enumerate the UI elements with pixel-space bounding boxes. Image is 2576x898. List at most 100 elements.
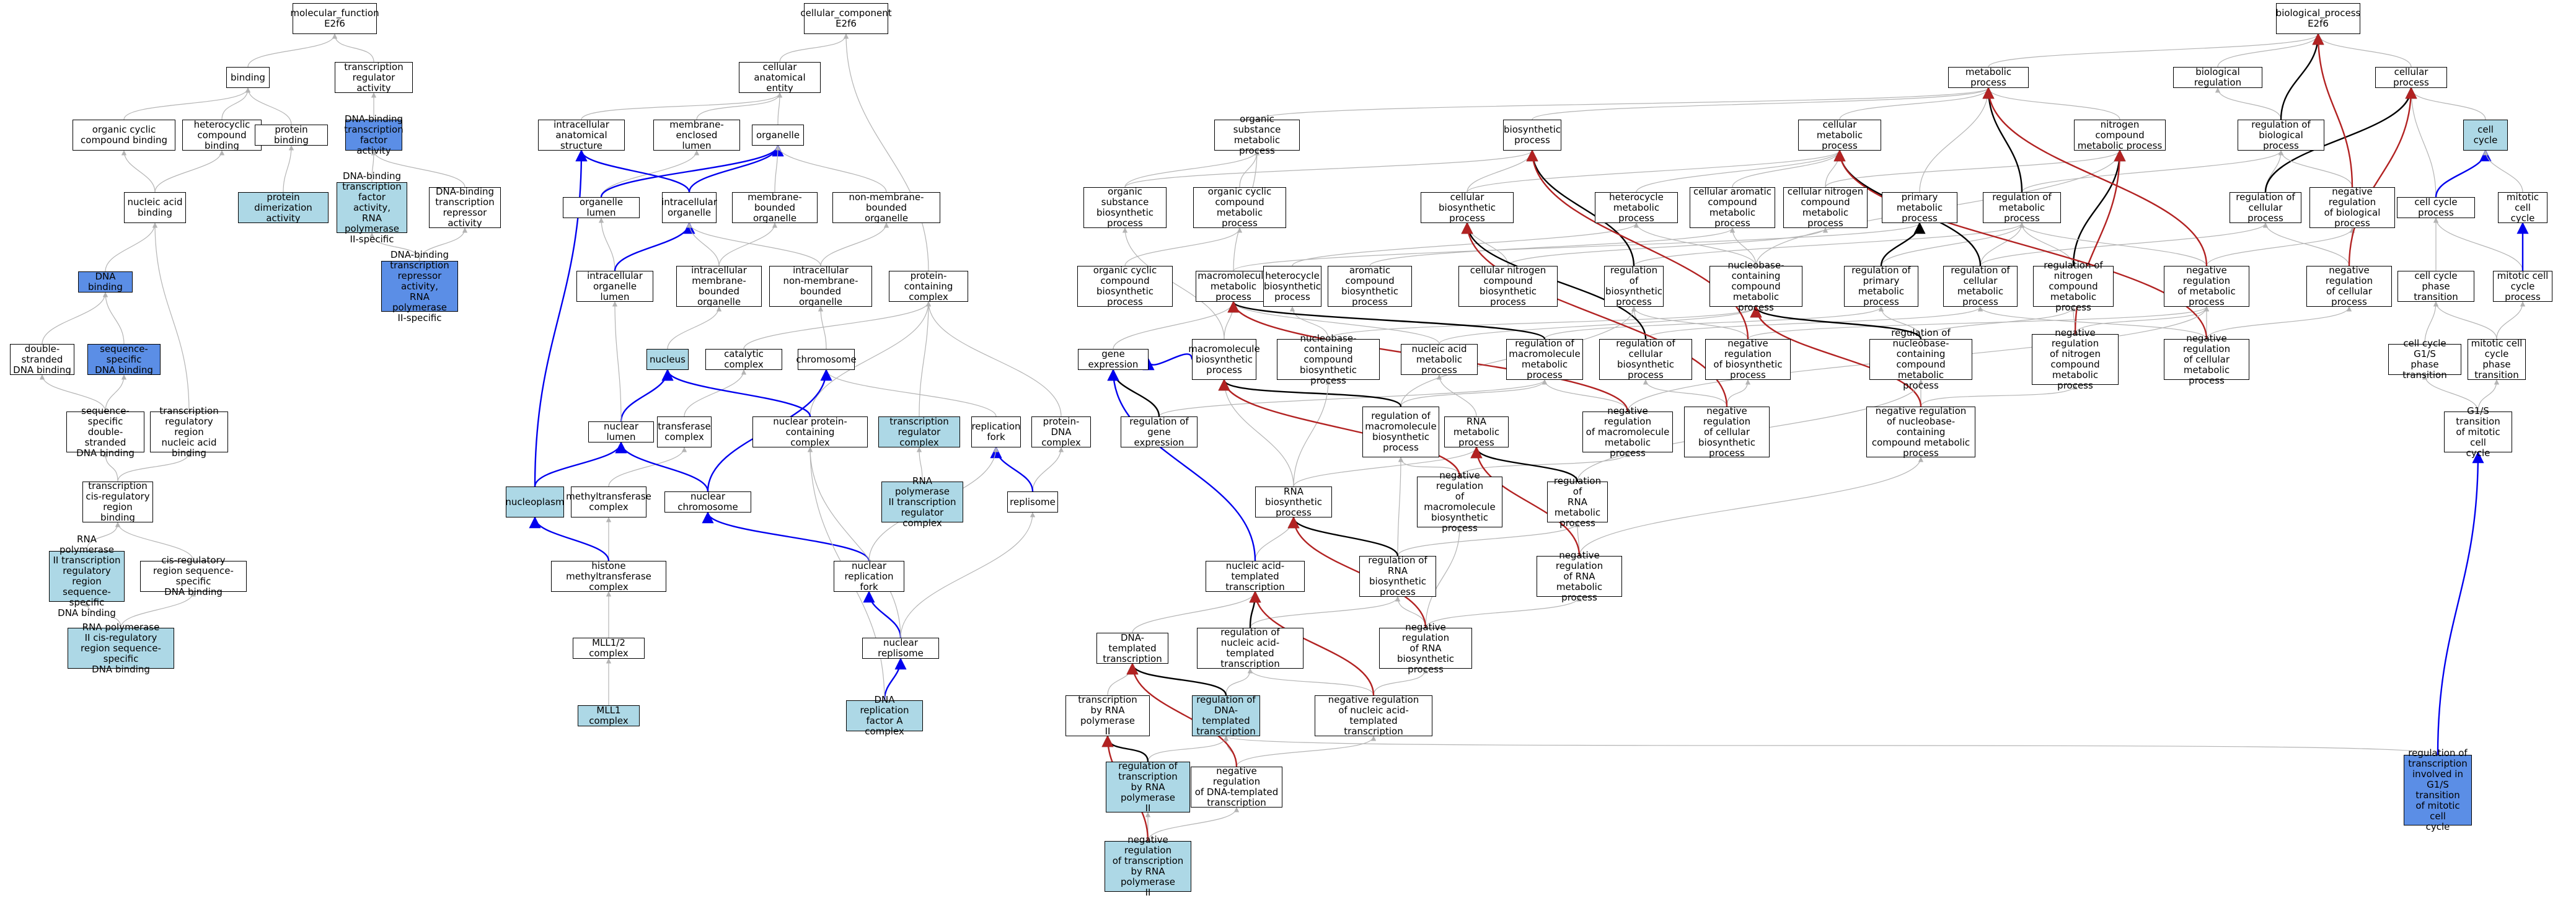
go-term-node-osbp[interactable]: organic substance biosynthetic process [1083, 187, 1167, 229]
go-term-node-mccpt[interactable]: mitotic cell cycle phase transition [2468, 338, 2526, 381]
go-term-node-nrnbcmp[interactable]: negative regulation of nucleobase-contai… [1866, 405, 1975, 458]
go-term-node-rmp[interactable]: regulation of metabolic process [1983, 191, 2061, 223]
go-term-node-rge[interactable]: regulation of gene expression [1121, 416, 1198, 447]
go-term-node-osmp[interactable]: organic substance metabolic process [1214, 114, 1300, 156]
go-term-node-imbo[interactable]: intracellular membrane-bounded organelle [676, 265, 762, 307]
go-term-node-ge[interactable]: gene expression [1078, 349, 1149, 370]
go-term-node-ccpt[interactable]: cell cycle phase transition [2397, 270, 2474, 302]
go-term-node-rpmp[interactable]: regulation of primary metabolic process [1844, 265, 1918, 307]
go-term-node-binding[interactable]: binding [226, 67, 270, 88]
go-term-node-ol[interactable]: organelle lumen [563, 197, 640, 218]
go-term-node-rdtt[interactable]: regulation of DNA-templated transcriptio… [1192, 695, 1260, 737]
go-term-node-cncbp[interactable]: cellular nitrogen compound biosynthetic … [1458, 265, 1558, 307]
go-term-node-ccp[interactable]: cell cycle process [2397, 197, 2475, 218]
go-term-node-pmp[interactable]: primary metabolic process [1882, 191, 1957, 223]
go-term-node-pb[interactable]: protein binding [255, 125, 328, 146]
go-term-node-nrncmp[interactable]: negative regulation of nitrogen compound… [2032, 328, 2119, 391]
go-term-node-nbcmp[interactable]: nucleobase-containing compound metabolic… [1709, 260, 1802, 312]
go-term-node-rcp[interactable]: regulation of cellular process [2230, 191, 2301, 223]
go-term-node-catc[interactable]: catalytic complex [705, 349, 782, 370]
go-term-node-cncmp[interactable]: cellular nitrogen compound metabolic pro… [1783, 187, 1868, 229]
go-term-node-ssdna[interactable]: sequence-specific DNA binding [87, 343, 161, 375]
go-term-node-tfc[interactable]: transferase complex [657, 416, 712, 447]
go-term-node-rnap2trr[interactable]: RNA polymerase II transcription regulato… [49, 534, 125, 618]
go-term-node-occbp[interactable]: organic cyclic compound biosynthetic pro… [1077, 265, 1173, 307]
go-term-node-tbrnap2[interactable]: transcription by RNA polymerase II [1065, 695, 1150, 737]
go-term-node-ncmp[interactable]: nitrogen compound metabolic process [2074, 119, 2166, 151]
go-term-node-mel[interactable]: membrane-enclosed lumen [653, 119, 740, 151]
go-term-node-rbiop[interactable]: regulation of biosynthetic process [1604, 265, 1664, 307]
go-term-node-organelle[interactable]: organelle [752, 125, 804, 146]
go-term-node-nrdtt[interactable]: negative regulation of DNA-templated tra… [1191, 766, 1282, 808]
go-term-node-occmp[interactable]: organic cyclic compound metabolic proces… [1193, 187, 1286, 229]
go-term-node-pcc[interactable]: protein-containing complex [889, 270, 968, 302]
go-term-node-rnamp[interactable]: RNA metabolic process [1444, 416, 1509, 447]
go-term-node-rmmp[interactable]: regulation of macromolecule metabolic pr… [1506, 338, 1583, 381]
go-term-node-replisome[interactable]: replisome [1007, 491, 1058, 513]
go-term-node-nucleus[interactable]: nucleus [646, 349, 689, 370]
go-term-node-cae[interactable]: cellular anatomical entity [739, 61, 821, 93]
go-term-node-hbp[interactable]: heterocycle biosynthetic process [1263, 266, 1321, 307]
go-term-node-nab[interactable]: nucleic acid binding [124, 192, 186, 223]
go-term-node-rrnabp[interactable]: regulation of RNA biosynthetic process [1359, 555, 1436, 597]
go-term-node-tcrrb[interactable]: transcription cis-regulatory region bind… [82, 481, 153, 523]
go-term-node-nrcbp[interactable]: negative regulation of cellular biosynth… [1684, 405, 1770, 458]
go-term-node-rbp[interactable]: regulation of biological process [2238, 119, 2324, 151]
go-term-node-cellp[interactable]: cellular process [2375, 67, 2447, 88]
go-term-node-pdnac[interactable]: protein-DNA complex [1031, 416, 1091, 447]
go-term-node-inmbo[interactable]: intracellular non-membrane-bounded organ… [769, 265, 872, 307]
go-term-node-pda[interactable]: protein dimerization activity [238, 191, 329, 223]
go-term-node-breg[interactable]: biological regulation [2173, 67, 2262, 88]
go-term-node-ssdsdna[interactable]: sequence-specific double-stranded DNA bi… [66, 405, 144, 458]
go-term-node-rtg1s[interactable]: regulation of transcription involved in … [2404, 748, 2472, 832]
go-term-node-rcbp[interactable]: regulation of cellular biosynthetic proc… [1599, 338, 1692, 381]
go-term-node-dbtfa2[interactable]: DNA-binding transcription factor activit… [337, 170, 407, 244]
go-term-node-hcb[interactable]: heterocyclic compound binding [182, 119, 262, 151]
go-term-node-nrmp[interactable]: negative regulation of metabolic process [2164, 265, 2249, 307]
go-term-node-nchrom[interactable]: nuclear chromosome [664, 491, 751, 513]
go-term-node-ccg1s[interactable]: cell cycle G1/S phase transition [2388, 338, 2461, 381]
go-term-node-nrrnamp[interactable]: negative regulation of RNA metabolic pro… [1537, 550, 1622, 602]
go-term-node-cc[interactable]: cellular_component E2f6 [800, 3, 892, 34]
go-term-node-bp[interactable]: biological_process E2f6 [2276, 3, 2360, 34]
go-term-node-trc[interactable]: transcription regulator complex [878, 416, 960, 447]
go-term-node-dbtfa[interactable]: DNA-binding transcription factor activit… [344, 113, 404, 156]
go-term-node-acbp[interactable]: aromatic compound biosynthetic process [1328, 265, 1412, 307]
go-term-node-iol[interactable]: intracellular organelle lumen [576, 270, 653, 302]
go-term-node-dnab[interactable]: DNA binding [78, 271, 133, 293]
go-term-node-nbcbp[interactable]: nucleobase-containing compound biosynthe… [1277, 333, 1380, 385]
go-term-node-mbo[interactable]: membrane-bounded organelle [732, 191, 818, 223]
go-term-node-namp[interactable]: nucleic acid metabolic process [1401, 343, 1478, 375]
go-term-node-crsdna[interactable]: cis-regulatory region sequence-specific … [140, 555, 247, 597]
go-term-node-cbp[interactable]: cellular biosynthetic process [1421, 191, 1514, 223]
go-term-node-mccp[interactable]: mitotic cell cycle process [2493, 270, 2552, 302]
go-term-node-dbtra2[interactable]: DNA-binding transcription repressor acti… [381, 249, 458, 323]
go-term-node-rnap2trc[interactable]: RNA polymerase II transcription regulato… [881, 475, 963, 528]
go-term-node-mbp[interactable]: macromolecule biosynthetic process [1188, 339, 1260, 380]
go-term-node-mf[interactable]: molecular_function E2f6 [290, 3, 379, 34]
go-term-node-io[interactable]: intracellular organelle [661, 192, 717, 223]
go-term-node-nrbp[interactable]: negative regulation of biological proces… [2309, 187, 2395, 229]
go-term-node-occb[interactable]: organic cyclic compound binding [73, 120, 175, 151]
go-term-node-mcc[interactable]: mitotic cell cycle [2498, 191, 2547, 223]
go-term-node-mmp[interactable]: macromolecule metabolic process [1196, 270, 1271, 302]
go-term-node-g1sm[interactable]: G1/S transition of mitotic cell cycle [2444, 405, 2512, 458]
go-term-node-drfa[interactable]: DNA replication factor A complex [846, 695, 923, 737]
go-term-node-rmbp[interactable]: regulation of macromolecule biosynthetic… [1362, 407, 1439, 457]
go-term-node-npcc[interactable]: nuclear protein-containing complex [752, 416, 868, 447]
go-term-node-dsdna[interactable]: double-stranded DNA binding [10, 343, 74, 375]
go-term-node-mtc[interactable]: methyltransferase complex [566, 486, 651, 517]
go-term-node-nrbiop[interactable]: negative regulation of biosynthetic proc… [1705, 338, 1791, 381]
go-term-node-cacmp[interactable]: cellular aromatic compound metabolic pro… [1690, 187, 1775, 229]
go-term-node-dtt[interactable]: DNA-templated transcription [1096, 632, 1168, 664]
go-term-node-nrcmp[interactable]: negative regulation of cellular metaboli… [2164, 333, 2249, 385]
go-term-node-dbtra[interactable]: DNA-binding transcription repressor acti… [429, 187, 501, 229]
go-term-node-hmtc[interactable]: histone methyltransferase complex [551, 560, 666, 592]
go-term-node-trrnab[interactable]: transcription regulatory region nucleic … [150, 405, 228, 458]
go-term-node-natt[interactable]: nucleic acid-templated transcription [1206, 560, 1305, 592]
go-term-node-nrmbp[interactable]: negative regulation of macromolecule bio… [1417, 470, 1502, 534]
go-term-node-nrmmp[interactable]: negative regulation of macromolecule met… [1582, 405, 1673, 458]
go-term-node-nrrnabp[interactable]: negative regulation of RNA biosynthetic … [1379, 622, 1472, 674]
go-term-node-rnap2cr[interactable]: RNA polymerase II cis-regulatory region … [68, 622, 174, 674]
go-term-node-rrnamp[interactable]: regulation of RNA metabolic process [1547, 475, 1608, 528]
